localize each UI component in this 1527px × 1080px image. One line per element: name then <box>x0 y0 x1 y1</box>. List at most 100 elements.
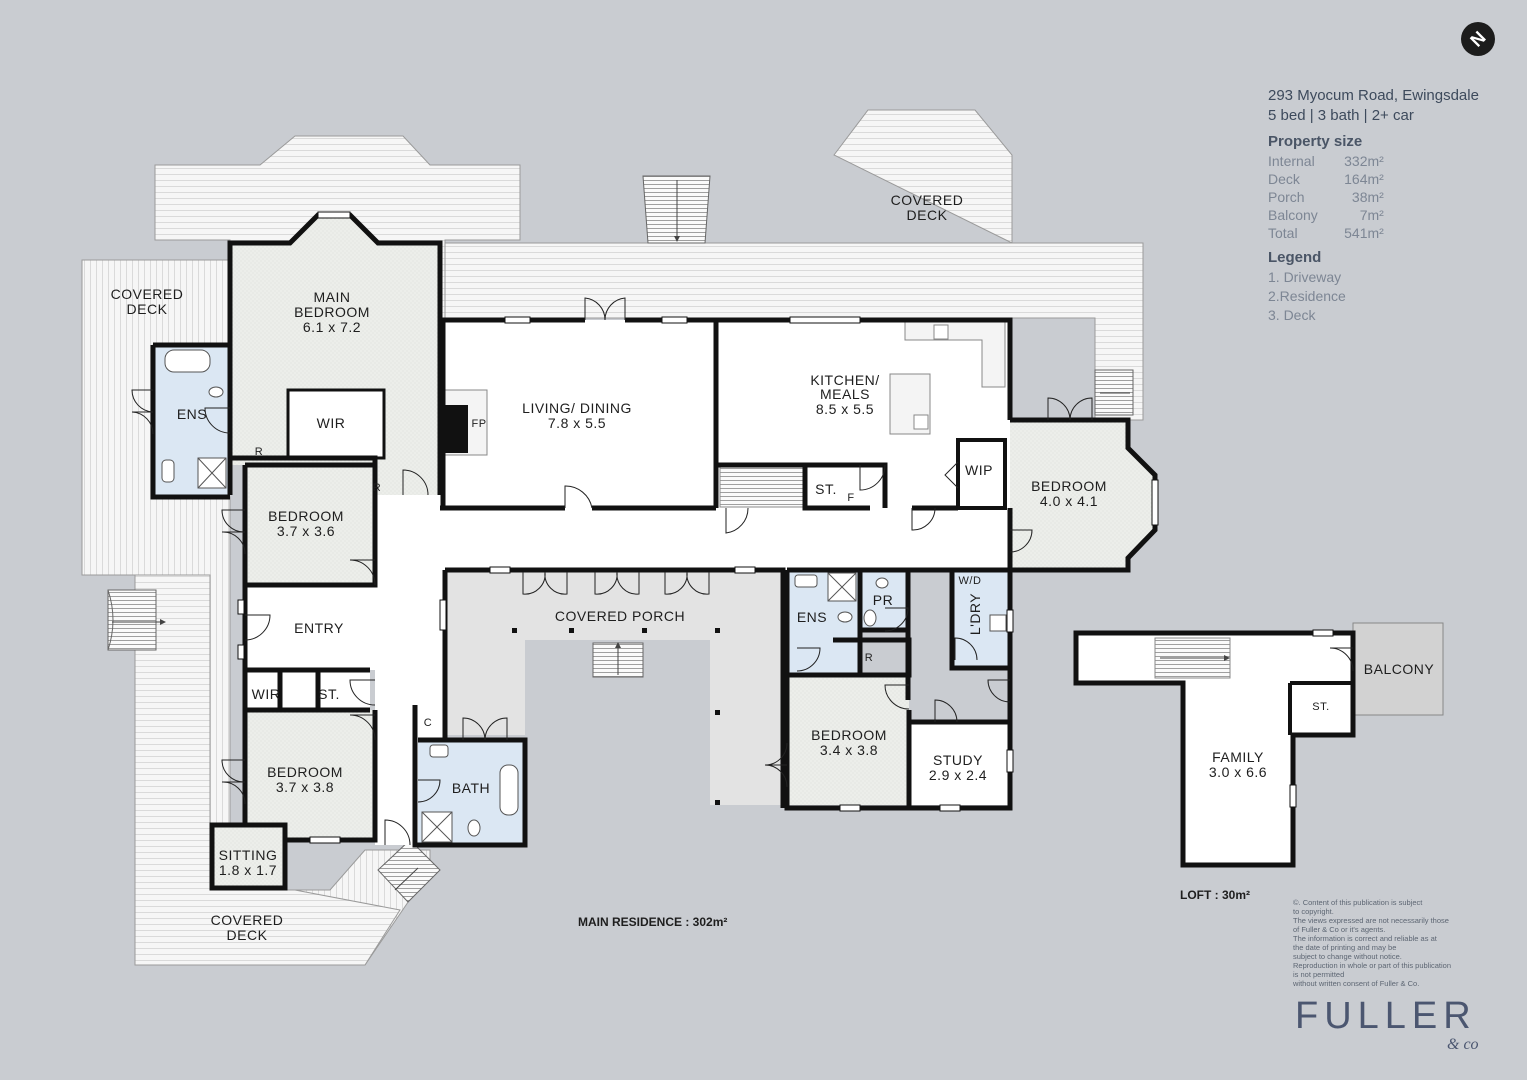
table-row: Internal 332m² <box>1268 152 1384 170</box>
disclaimer-line: Reproduction in whole or part of this pu… <box>1293 961 1452 970</box>
svg-text:COVERED PORCH: COVERED PORCH <box>555 608 685 624</box>
balcony-label: BALCONY <box>1364 661 1435 677</box>
svg-text:7.8 x 5.5: 7.8 x 5.5 <box>548 415 606 431</box>
study-size: 2.9 x 2.4 <box>929 767 987 783</box>
svg-text:6.1 x 7.2: 6.1 x 7.2 <box>303 319 361 335</box>
svg-text:W/D: W/D <box>959 575 982 587</box>
robe-mid-label: R <box>865 652 873 664</box>
laundry-label: L'DRY <box>967 593 983 635</box>
main-bedroom-size: 6.1 x 7.2 <box>303 319 361 335</box>
svg-text:DECK: DECK <box>907 207 948 223</box>
entry-label: ENTRY <box>294 620 344 636</box>
svg-text:3.0 x 6.6: 3.0 x 6.6 <box>1209 764 1267 780</box>
size-value: 332m² <box>1344 153 1384 169</box>
svg-text:FAMILY: FAMILY <box>1212 749 1264 765</box>
living-dining-size: 7.8 x 5.5 <box>548 415 606 431</box>
kitchen-size: 8.5 x 5.5 <box>816 401 874 417</box>
covered-deck-bottom-label-1: COVERED <box>211 912 284 928</box>
size-label: Internal <box>1268 153 1315 169</box>
fireplace-label: FP <box>471 418 486 430</box>
ensuite-mid-label: ENS <box>797 609 827 625</box>
legend-heading: Legend <box>1268 249 1322 266</box>
table-row: Balcony 7m² <box>1268 206 1384 224</box>
svg-text:WIP: WIP <box>965 462 993 478</box>
svg-text:R: R <box>865 652 873 664</box>
svg-text:L'DRY: L'DRY <box>967 593 983 635</box>
copyright-disclaimer: ©. Content of this publication is subjec… <box>1293 898 1483 988</box>
disclaimer-line: subject to change without notice. <box>1293 952 1402 961</box>
store-loft-label: ST. <box>1312 701 1329 713</box>
main-residence-caption: MAIN RESIDENCE : 302m² <box>578 915 727 929</box>
sitting-label: SITTING <box>219 847 278 863</box>
svg-text:BEDROOM: BEDROOM <box>294 304 370 320</box>
bedroom-3-size: 3.7 x 3.8 <box>276 779 334 795</box>
fridge-label: F <box>847 492 854 504</box>
disclaimer-line: is not permitted <box>1293 970 1345 979</box>
shower-icon <box>197 457 1007 843</box>
svg-text:BEDROOM: BEDROOM <box>1031 478 1107 494</box>
svg-text:BEDROOM: BEDROOM <box>268 508 344 524</box>
bath-label: BATH <box>452 780 490 796</box>
svg-text:3.4 x 3.8: 3.4 x 3.8 <box>820 742 878 758</box>
walls <box>150 212 1158 891</box>
svg-text:PR: PR <box>873 592 893 608</box>
disclaimer-line: of Fuller & Co or it's agents. <box>1293 925 1386 934</box>
address: 293 Myocum Road, Ewingsdale <box>1268 87 1479 104</box>
store-kitchen-label: ST. <box>815 481 837 497</box>
toilet-icon <box>161 386 889 837</box>
svg-text:WIR: WIR <box>317 415 346 431</box>
covered-porch-label: COVERED PORCH <box>555 608 685 624</box>
bedroom-2-size: 3.7 x 3.6 <box>277 523 335 539</box>
family-label: FAMILY <box>1212 749 1264 765</box>
size-value: 7m² <box>1359 207 1384 223</box>
covered-deck-bottom-label-2: DECK <box>227 927 268 943</box>
porch-post <box>512 628 720 805</box>
svg-text:C: C <box>424 717 432 729</box>
bedroom-3-label: BEDROOM <box>267 764 343 780</box>
svg-text:BALCONY: BALCONY <box>1364 661 1435 677</box>
svg-text:R: R <box>255 446 263 458</box>
table-row: Deck 164m² <box>1268 170 1384 188</box>
bedroom-2-label: BEDROOM <box>268 508 344 524</box>
washer-dryer-label: W/D <box>959 575 982 587</box>
ensuite-left-label: ENS <box>177 406 207 422</box>
svg-text:R: R <box>373 482 381 494</box>
size-label: Balcony <box>1268 207 1318 223</box>
size-value: 164m² <box>1344 171 1384 187</box>
svg-text:4.0 x 4.1: 4.0 x 4.1 <box>1040 493 1098 509</box>
bed-bath-car-summary: 5 bed | 3 bath | 2+ car <box>1268 107 1414 124</box>
size-label: Total <box>1268 225 1298 241</box>
svg-text:MAIN: MAIN <box>314 289 351 305</box>
svg-text:MAIN RESIDENCE : 302m²: MAIN RESIDENCE : 302m² <box>578 915 727 929</box>
svg-text:DECK: DECK <box>227 927 268 943</box>
window-icon <box>237 211 1159 844</box>
size-value: 38m² <box>1351 189 1384 205</box>
svg-text:LOFT : 30m²: LOFT : 30m² <box>1180 888 1250 902</box>
sitting-size: 1.8 x 1.7 <box>219 862 277 878</box>
wip-label: WIP <box>965 462 993 478</box>
svg-text:COVERED: COVERED <box>211 912 284 928</box>
disclaimer-line: The information is correct and reliable … <box>1293 934 1437 943</box>
svg-text:3.7 x 3.8: 3.7 x 3.8 <box>276 779 334 795</box>
size-label: Deck <box>1268 171 1300 187</box>
svg-text:8.5 x 5.5: 8.5 x 5.5 <box>816 401 874 417</box>
disclaimer-line: ©. Content of this publication is subjec… <box>1293 898 1423 907</box>
svg-text:DECK: DECK <box>127 301 168 317</box>
family-size: 3.0 x 6.6 <box>1209 764 1267 780</box>
robe-main-label: R <box>255 446 263 458</box>
svg-text:WIR: WIR <box>252 686 281 702</box>
legend-item: 1. Driveway <box>1268 269 1342 285</box>
bedroom-4-label: BEDROOM <box>1031 478 1107 494</box>
compass-letter: N <box>1465 26 1490 51</box>
wir-bed3-label: WIR <box>252 686 281 702</box>
svg-text:ST.: ST. <box>815 481 837 497</box>
svg-text:BEDROOM: BEDROOM <box>267 764 343 780</box>
cupboard-label: C <box>424 717 432 729</box>
svg-text:STUDY: STUDY <box>933 752 983 768</box>
disclaimer-line: the date of printing and may be <box>1293 943 1397 952</box>
door-icon <box>131 297 1093 846</box>
svg-text:MEALS: MEALS <box>820 386 870 402</box>
